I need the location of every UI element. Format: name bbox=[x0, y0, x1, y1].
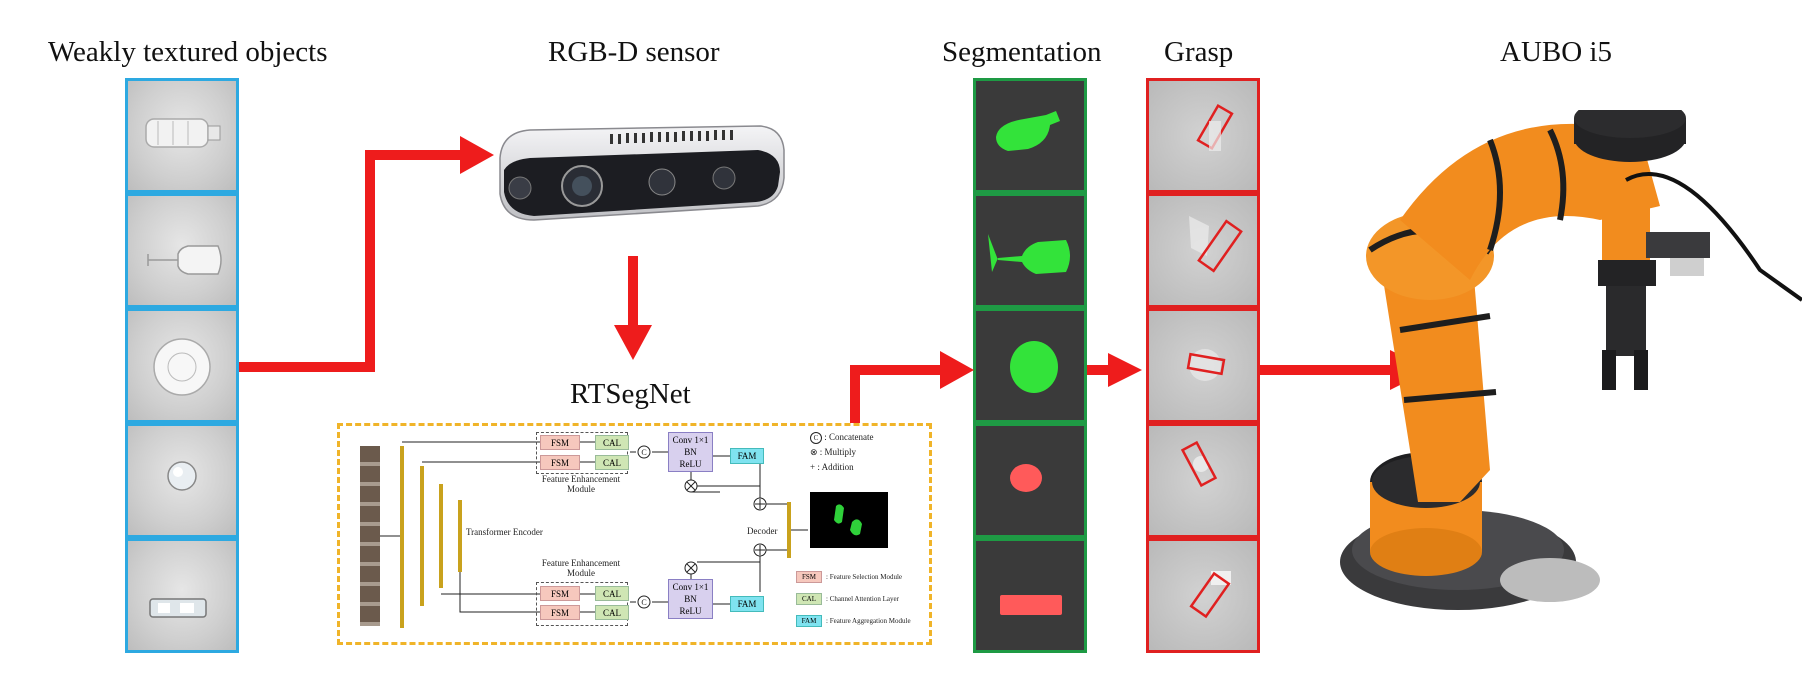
seg-bar-mask bbox=[1000, 595, 1062, 615]
seg-bottle-tile bbox=[973, 78, 1087, 193]
legend-concatenate: C : Concatenate bbox=[810, 432, 930, 447]
robot-title: AUBO i5 bbox=[1500, 36, 1612, 68]
rtsegnet-architecture-box: C C FSM FSM CAL CAL FSM FSM CAL CAL Conv… bbox=[337, 423, 932, 645]
cal-block-4: CAL bbox=[595, 605, 629, 620]
grasp-column bbox=[1146, 78, 1260, 653]
segmentation-title: Segmentation bbox=[942, 36, 1102, 68]
legend-addition: + : Addition bbox=[810, 462, 854, 472]
legend-multiply: ⊗ : Multiply bbox=[810, 447, 857, 457]
wineglass-icon bbox=[147, 245, 222, 275]
encoder-bar-1 bbox=[400, 446, 404, 628]
grasp-rectangle-3 bbox=[1186, 349, 1226, 381]
seg-wineglass-tile bbox=[973, 193, 1087, 308]
relu-label: ReLU bbox=[679, 606, 702, 616]
grasp-cup-tile bbox=[1146, 308, 1260, 423]
object-cup-tile bbox=[125, 308, 239, 423]
relu-label: ReLU bbox=[679, 459, 702, 469]
grasp-title: Grasp bbox=[1164, 36, 1234, 68]
weak-objects-column bbox=[125, 78, 239, 653]
transformer-encoder-label: Transformer Encoder bbox=[466, 527, 543, 537]
seg-disc-mask bbox=[1010, 464, 1042, 492]
conv-label: Conv 1×1 bbox=[672, 582, 709, 592]
decoder-label: Decoder bbox=[747, 526, 778, 536]
seg-cup-tile bbox=[973, 308, 1087, 423]
fem-frame-bottom bbox=[536, 582, 628, 626]
decoder-bar bbox=[787, 502, 791, 558]
concat-symbol-bottom: C bbox=[641, 598, 646, 607]
fem-frame-top bbox=[536, 432, 628, 474]
cal-block-3: CAL bbox=[595, 586, 629, 601]
disc-icon bbox=[167, 461, 197, 491]
network-legend: C : Concatenate ⊗ : Multiply + : Additio… bbox=[810, 432, 930, 477]
object-wineglass-tile bbox=[125, 193, 239, 308]
seg-disc-tile bbox=[973, 423, 1087, 538]
object-bar-tile bbox=[125, 538, 239, 653]
fsm-block-4: FSM bbox=[540, 605, 580, 620]
cal-block-2: CAL bbox=[595, 455, 629, 470]
grasp-rectangle-1 bbox=[1196, 103, 1234, 151]
legend-fam: FAM : Feature Aggregation Module bbox=[796, 610, 932, 632]
fsm-block-3: FSM bbox=[540, 586, 580, 601]
object-disc-tile bbox=[125, 423, 239, 538]
fam-block-bottom: FAM bbox=[730, 596, 764, 612]
cal-block-1: CAL bbox=[595, 435, 629, 450]
conv-label: Conv 1×1 bbox=[672, 435, 709, 445]
fam-block-top: FAM bbox=[730, 448, 764, 464]
grasp-rectangle-5 bbox=[1189, 571, 1231, 619]
conv-block-top: Conv 1×1 BN ReLU bbox=[668, 432, 713, 472]
fem-label-bottom: Feature Enhancement Module bbox=[541, 558, 621, 578]
bn-label: BN bbox=[684, 447, 697, 457]
grasp-wineglass-tile bbox=[1146, 193, 1260, 308]
bn-label: BN bbox=[684, 594, 697, 604]
encoder-bar-2 bbox=[420, 466, 424, 606]
grasp-rectangle-2 bbox=[1189, 216, 1243, 273]
rgbd-sensor-title: RGB-D sensor bbox=[548, 36, 720, 68]
robot-arm-icon bbox=[1340, 110, 1802, 610]
grasp-bottle-tile bbox=[1146, 78, 1260, 193]
encoder-bar-4 bbox=[458, 500, 462, 572]
grasp-bar-tile bbox=[1146, 538, 1260, 653]
seg-cup-mask bbox=[1010, 341, 1058, 393]
segmentation-column bbox=[973, 78, 1087, 653]
bottle-icon bbox=[145, 118, 221, 148]
grasp-rectangle-4 bbox=[1180, 440, 1218, 488]
rtsegnet-title: RTSegNet bbox=[570, 378, 691, 410]
fem-label-top: Feature Enhancement Module bbox=[541, 474, 621, 494]
legend-cal: CAL : Channel Attention Layer bbox=[796, 588, 932, 610]
encoder-bar-3 bbox=[439, 484, 443, 588]
seg-bar-tile bbox=[973, 538, 1087, 653]
seg-wineglass-mask bbox=[988, 234, 1070, 274]
grasp-disc-tile bbox=[1146, 423, 1260, 538]
concat-symbol-top: C bbox=[641, 448, 646, 457]
seg-bottle-mask bbox=[996, 111, 1060, 151]
rgbd-camera-icon bbox=[499, 125, 785, 221]
input-image-strip bbox=[360, 446, 380, 626]
cup-icon bbox=[153, 338, 211, 396]
fsm-block-1: FSM bbox=[540, 435, 580, 450]
module-legend: FSM : Feature Selection Module CAL : Cha… bbox=[796, 566, 932, 632]
conv-block-bottom: Conv 1×1 BN ReLU bbox=[668, 579, 713, 619]
weak-objects-title: Weakly textured objects bbox=[48, 36, 328, 68]
block-icon bbox=[149, 598, 207, 618]
fsm-block-2: FSM bbox=[540, 455, 580, 470]
object-bottle-tile bbox=[125, 78, 239, 193]
rtsegnet-connections: C C bbox=[380, 441, 888, 613]
legend-fsm: FSM : Feature Selection Module bbox=[796, 566, 932, 588]
